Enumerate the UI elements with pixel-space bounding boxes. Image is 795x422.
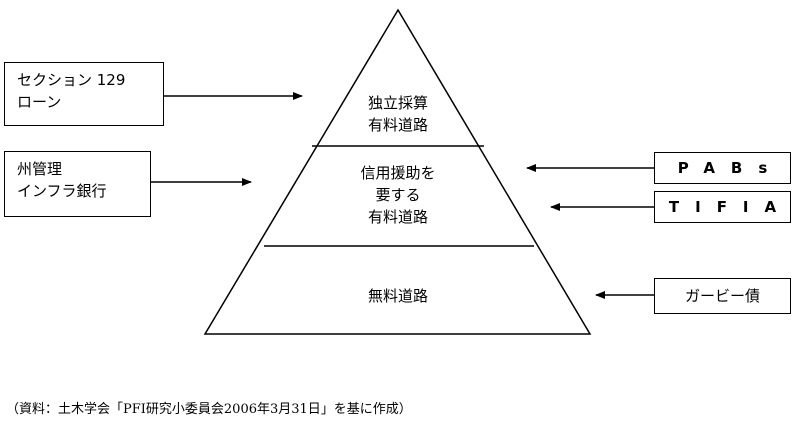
section-129-loan-line-1: セクション 129 <box>17 71 126 89</box>
tier-bottom-line-1: 無料道路 <box>367 287 428 305</box>
tier-middle-line-1: 信用援助を <box>360 164 436 182</box>
state-infrastructure-bank-line-2: インフラ銀行 <box>17 182 107 200</box>
garvee-bond-label: ガービー債 <box>684 287 760 305</box>
pabs-label: PABs <box>677 159 784 177</box>
tier-middle-line-2: 要する <box>375 186 421 204</box>
state-infrastructure-bank-box: 州管理 インフラ銀行 <box>4 151 151 217</box>
pabs-box: PABs <box>654 152 791 184</box>
tier-middle-line-3: 有料道路 <box>367 208 428 226</box>
pyramid-outline <box>203 8 592 335</box>
tifia-box: TIFIA <box>654 191 791 223</box>
tifia-label: TIFIA <box>668 198 793 216</box>
tier-label-top: 独立採算 有料道路 <box>318 92 478 136</box>
tier-label-middle: 信用援助を 要する 有料道路 <box>318 162 478 228</box>
source-caption: （資料：土木学会「PFI研究小委員会2006年3月31日」を基に作成） <box>6 402 412 417</box>
state-infrastructure-bank-line-1: 州管理 <box>17 160 63 178</box>
tier-top-line-2: 有料道路 <box>367 116 428 134</box>
section-129-loan-line-2: ローン <box>17 93 62 111</box>
section-129-loan-box: セクション 129 ローン <box>4 62 164 126</box>
tier-top-line-1: 独立採算 <box>367 94 428 112</box>
garvee-bond-box: ガービー債 <box>654 278 791 314</box>
tier-label-bottom: 無料道路 <box>318 285 478 307</box>
